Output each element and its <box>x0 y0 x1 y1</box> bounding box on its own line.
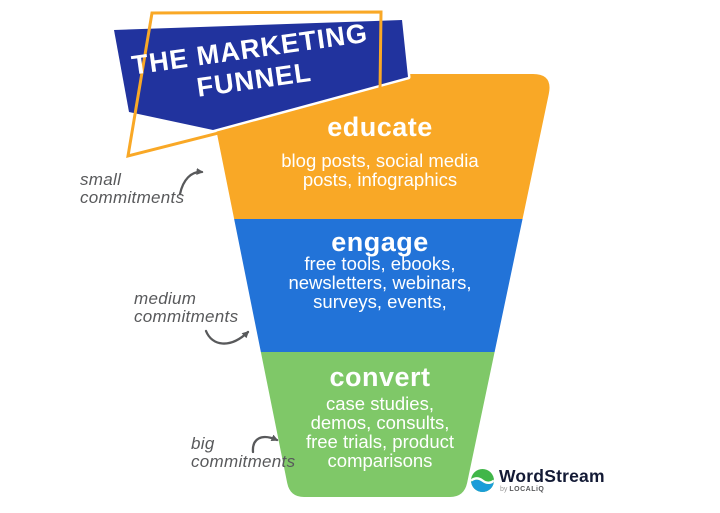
big-commitments-arrow <box>251 434 279 454</box>
big-commitments-label: big commitments <box>191 434 296 471</box>
wordstream-logo: WordStream by LOCALiQ <box>471 467 605 494</box>
wordstream-logo-text: WordStream by LOCALiQ <box>499 467 605 494</box>
logo-icon-bottom <box>471 479 494 492</box>
wordstream-logo-icon <box>471 469 494 492</box>
stage-educate-title: educate <box>327 112 433 142</box>
logo-icon-wave <box>471 477 494 484</box>
stage-convert-title: convert <box>329 362 431 392</box>
stage-convert-items: case studies, demos, consults, free tria… <box>305 393 455 471</box>
small-commitments-arrow <box>178 168 204 196</box>
small-commitments-label: small commitments <box>80 170 185 207</box>
stage-educate-items: blog posts, social media posts, infograp… <box>281 150 479 190</box>
wordstream-brand-name: WordStream <box>499 466 605 486</box>
stage-engage-band <box>207 219 550 352</box>
medium-commitments-label: medium commitments <box>134 289 239 326</box>
stage-engage-items: free tools, ebooks, newsletters, webinar… <box>288 253 472 312</box>
title-banner-outline <box>126 10 383 159</box>
byline-prefix: by <box>500 486 508 493</box>
medium-commitments-arrow <box>204 329 250 345</box>
byline-brand: LOCALiQ <box>509 486 545 493</box>
title-banner-shape <box>111 17 411 133</box>
stage-engage-title: engage <box>331 227 429 257</box>
wordstream-byline: by LOCALiQ <box>499 486 605 494</box>
